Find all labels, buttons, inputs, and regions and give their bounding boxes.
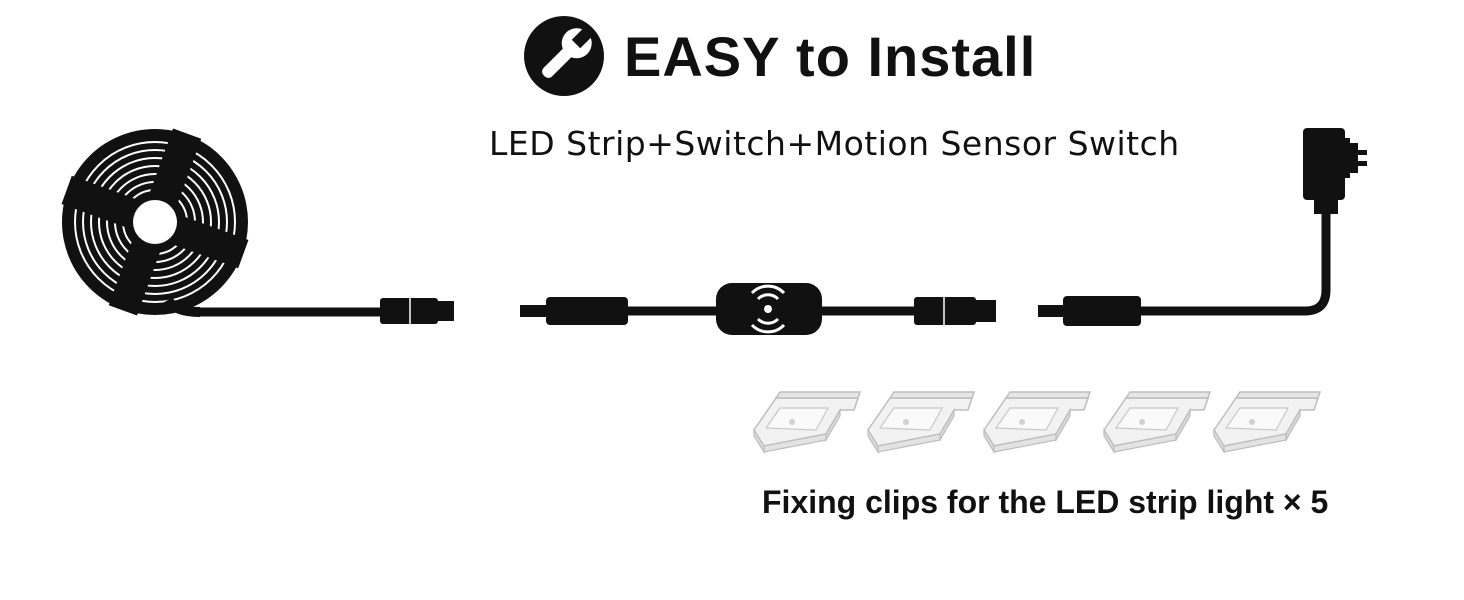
connector-male (520, 297, 628, 325)
power-adapter-icon (1303, 128, 1367, 214)
fixing-clip-icon (867, 391, 975, 453)
title-row: EASY to Install (524, 16, 1036, 96)
fixing-clip-icon (753, 391, 861, 453)
connector-female (914, 297, 996, 325)
connector-female (380, 298, 454, 324)
fixing-clip-icon (1213, 391, 1321, 453)
cable-segment (1138, 200, 1331, 316)
fixing-clip-icon (1103, 391, 1211, 453)
connector-male (1038, 296, 1141, 326)
clips-caption: Fixing clips for the LED strip light × 5 (762, 484, 1329, 520)
wrench-icon (524, 16, 604, 96)
led-strip-reel-icon (61, 128, 249, 317)
clips-row (753, 391, 1321, 453)
page-subtitle: LED Strip+Switch+Motion Sensor Switch (489, 124, 1180, 163)
motion-sensor-switch-icon (716, 283, 822, 335)
fixing-clip-icon (983, 391, 1091, 453)
page-title: EASY to Install (624, 24, 1037, 88)
